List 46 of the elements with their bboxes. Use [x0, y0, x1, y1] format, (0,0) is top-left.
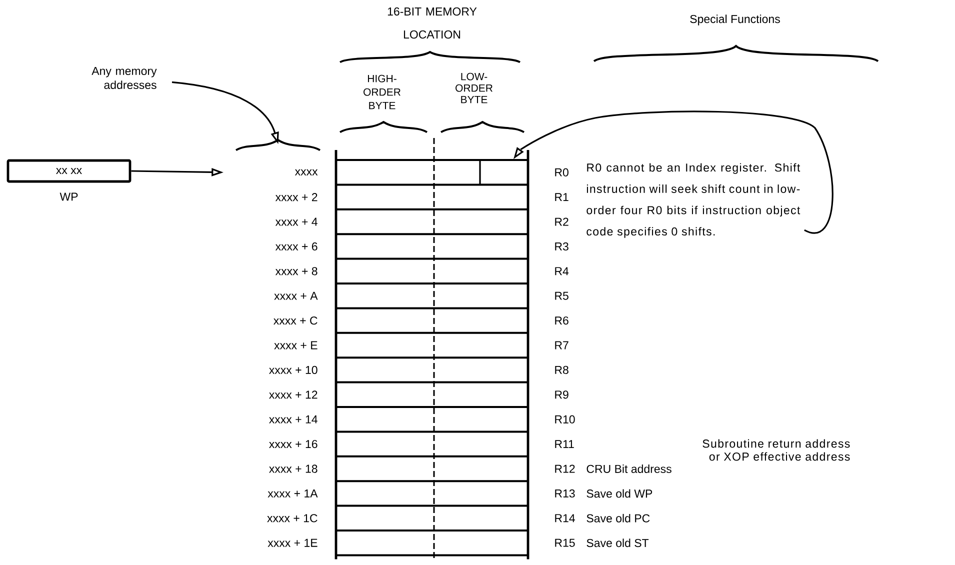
address-text: xxxx + C	[274, 316, 318, 325]
note-text: R0 cannot be an Index register. Shift instruction will seek shift count in low-order four R0 bits if instruction object code specifies 0 shifts.	[586, 163, 800, 238]
register-name: R8	[555, 366, 568, 374]
register-name: R12	[555, 464, 575, 473]
callout-text: Any memory addresses	[92, 67, 157, 89]
function-text: Save old ST	[586, 538, 649, 548]
address-text: xxxx + 2	[275, 193, 318, 202]
register-name: R3	[555, 242, 568, 251]
register-name: R5	[555, 292, 568, 300]
register-name: R10	[555, 415, 575, 424]
address-text: xxxx + E	[274, 341, 318, 350]
register-name: R7	[555, 341, 568, 350]
function-text: Save old WP	[586, 489, 652, 498]
function-text: Save old PC	[586, 514, 650, 522]
register-name: R11	[555, 440, 574, 448]
address-text: xxxx + 16	[269, 440, 318, 448]
register-name: R14	[555, 514, 575, 522]
address-text: xxxx + 1C	[267, 514, 318, 522]
address-text: xxxx + 12	[269, 390, 318, 399]
register-name: R4	[555, 267, 569, 276]
address-text: xxxx + A	[274, 292, 318, 300]
address-text: xxxx + 8	[275, 267, 318, 276]
heading: 16-BIT MEMORY LOCATION	[388, 7, 477, 39]
register-name: R9	[555, 390, 568, 399]
address-text: xxxx + 10	[269, 366, 318, 374]
column-heading: LOW-ORDER BYTE	[456, 72, 492, 104]
register-name: R0	[555, 168, 568, 176]
column-heading: HIGH-ORDER BYTE	[364, 74, 400, 110]
register-box: xx xx	[6, 159, 132, 183]
address-text: xxxx + 1E	[268, 538, 318, 547]
address-text: xxxx	[294, 169, 318, 176]
address-text: xxxx + 18	[269, 464, 318, 473]
address-text: xxxx + 6	[275, 242, 318, 251]
register-name: R1	[555, 193, 568, 201]
bit-field-box	[479, 159, 529, 186]
function-text: CRU Bit address	[586, 464, 672, 473]
heading: Special Functions	[690, 14, 780, 26]
address-text: xxxx + 1A	[268, 490, 318, 498]
register-name: R6	[555, 316, 568, 325]
register-label: WP	[60, 192, 78, 201]
address-text: xxxx + 14	[269, 415, 318, 424]
function-text: Subroutine return address or XOP effective address	[702, 439, 850, 461]
address-text: xxxx + 4	[275, 218, 318, 226]
register-name: R15	[555, 538, 575, 547]
register-name: R13	[555, 489, 575, 498]
register-name: R2	[555, 218, 568, 226]
